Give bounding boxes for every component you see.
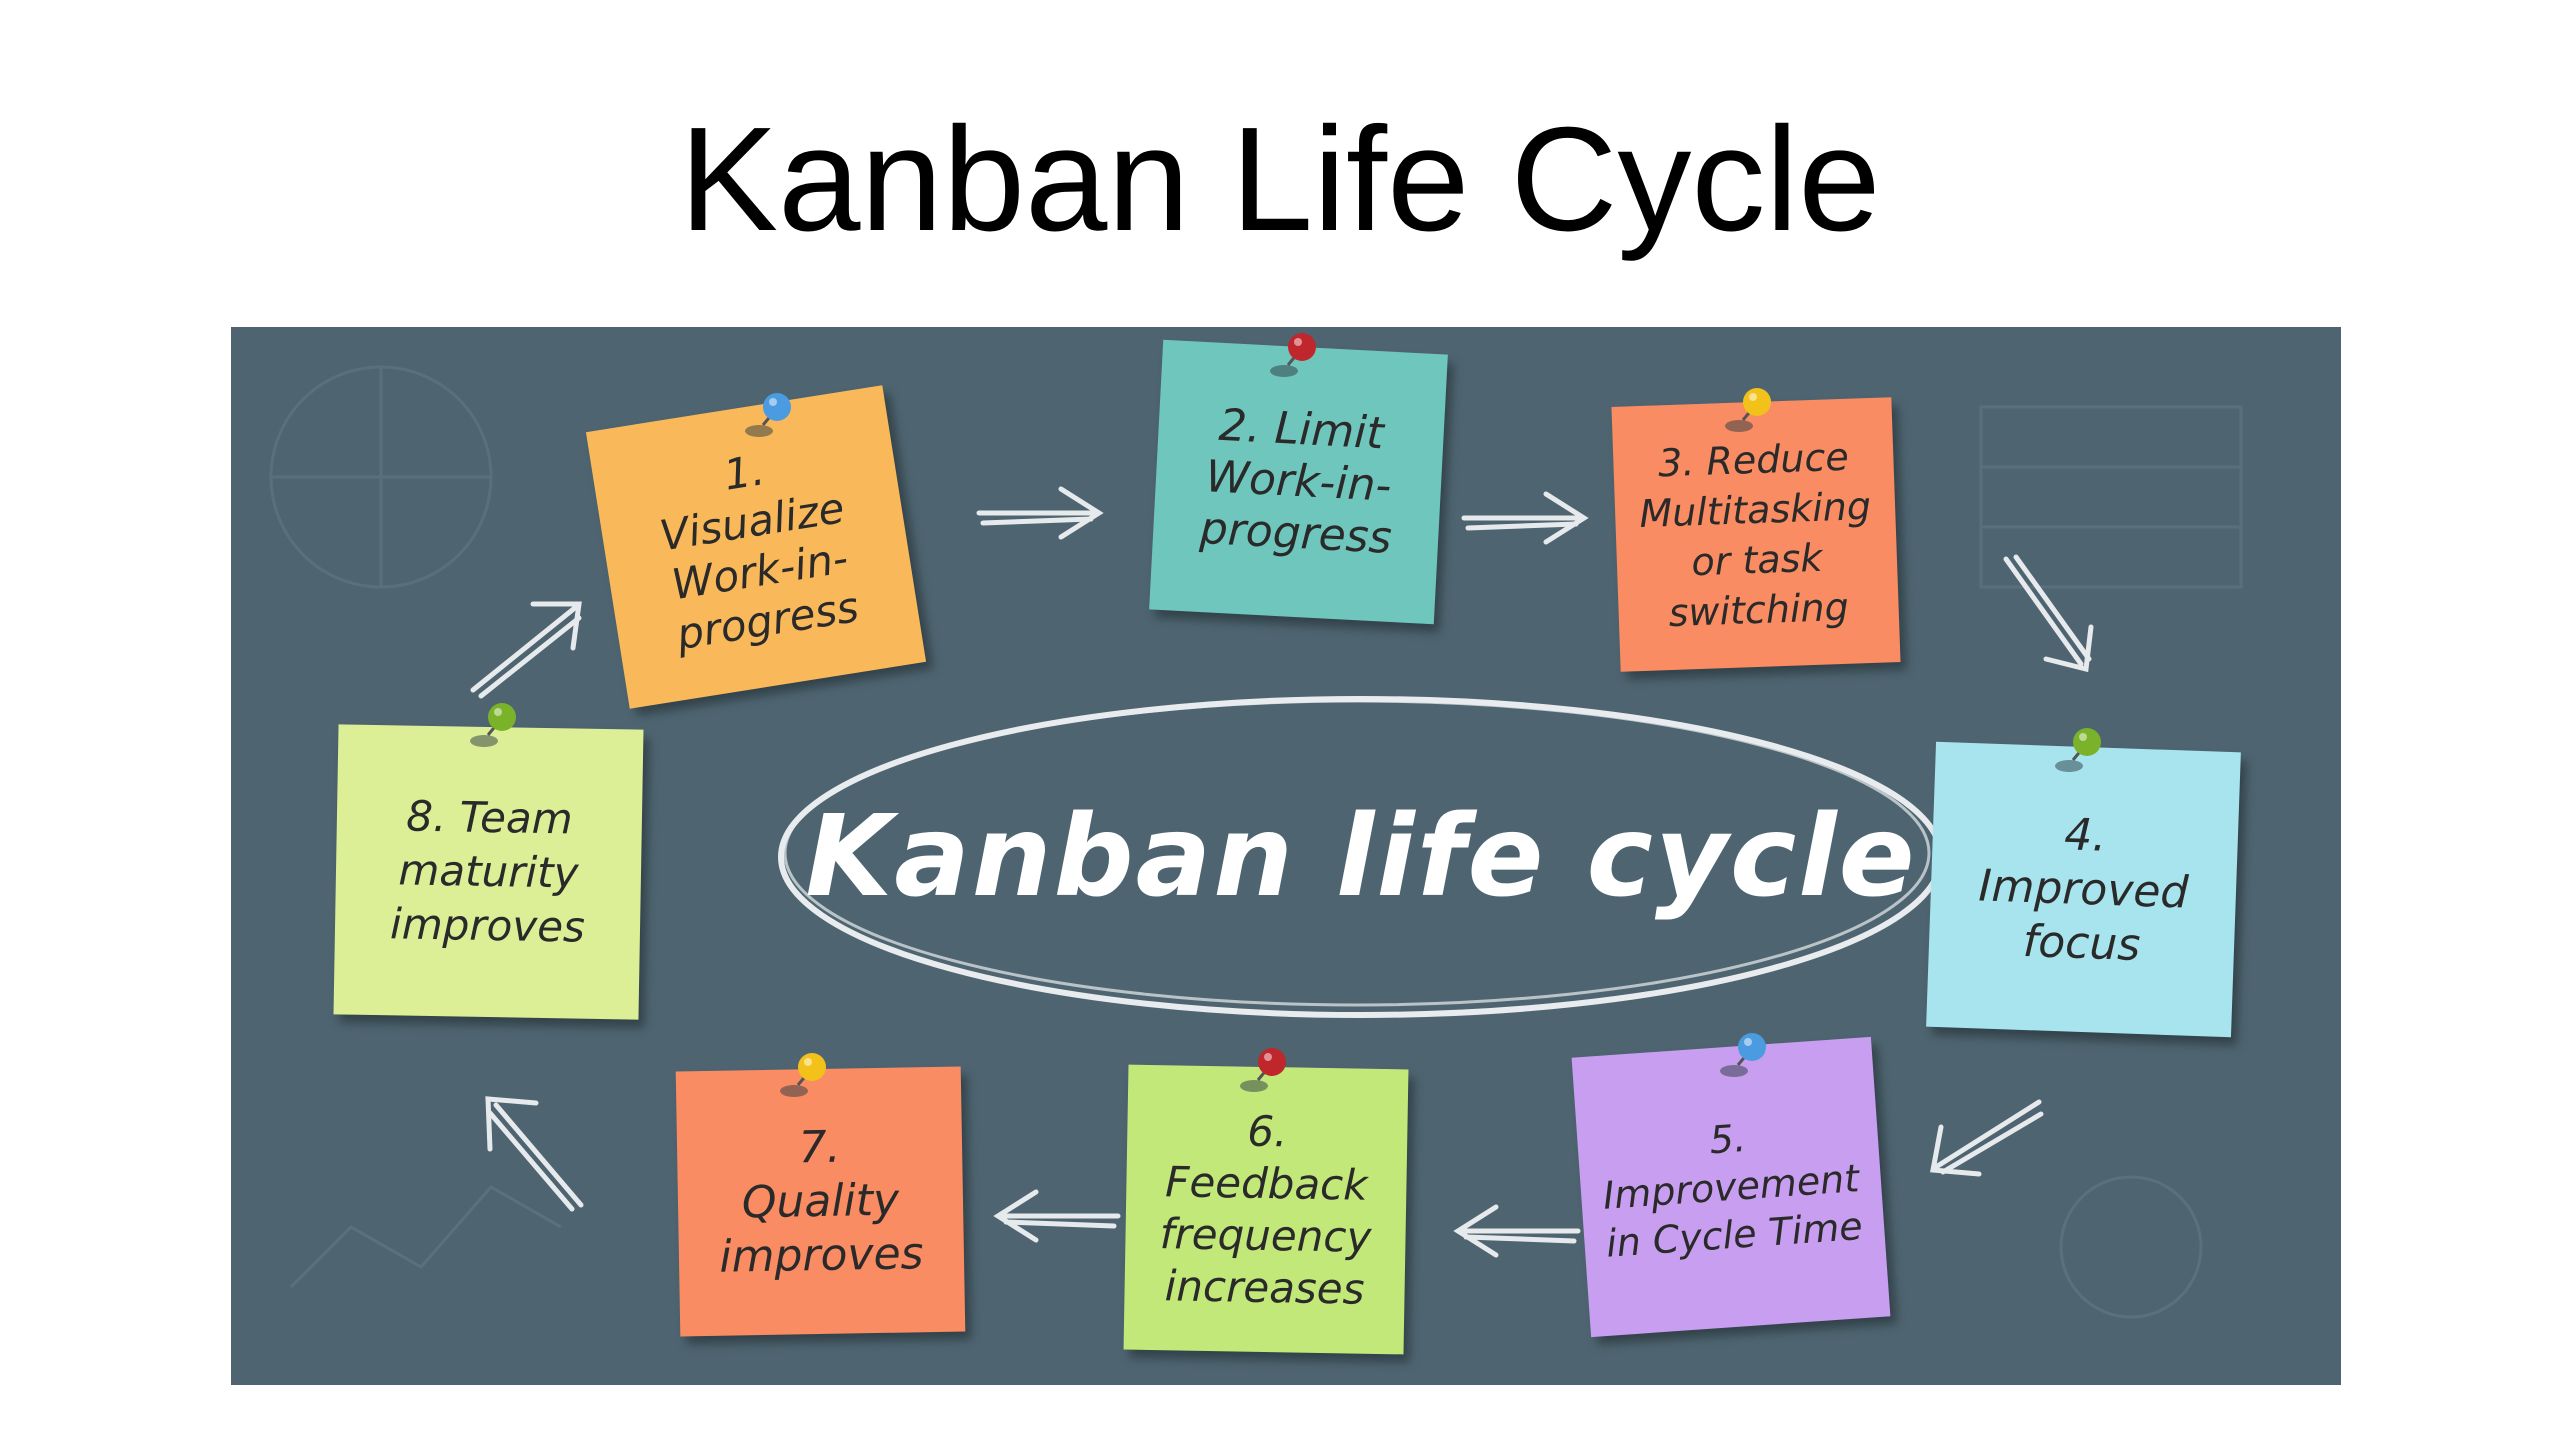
- arrow-8-to-1: [470, 601, 582, 699]
- step-1-label: 1. Visualize Work-in- progress: [656, 445, 862, 660]
- pin-head: [1743, 388, 1771, 416]
- arrow-2-to-3: [1461, 491, 1589, 545]
- pushpin-icon: [470, 703, 516, 747]
- step-8-note: 8. Team maturity improves: [333, 724, 644, 1020]
- pushpin-icon: [780, 1053, 826, 1097]
- pin-head: [763, 393, 791, 421]
- center-label: Kanban life cycle: [805, 792, 1917, 922]
- pushpin-icon: [1720, 1033, 1766, 1077]
- pin-head: [1738, 1033, 1766, 1061]
- step-7-note: 7. Quality improves: [675, 1066, 966, 1337]
- pin-head: [2073, 728, 2101, 756]
- pushpin-icon: [1270, 333, 1316, 377]
- pushpin-icon: [1240, 1048, 1286, 1092]
- arrow-6-to-7: [993, 1189, 1121, 1243]
- page-title: Kanban Life Cycle: [679, 97, 1881, 262]
- pin-head: [798, 1053, 826, 1081]
- chalkboard: Kanban life cycle 1. Visualize Work-in- …: [231, 327, 2341, 1385]
- step-7-label: 7. Quality improves: [718, 1121, 924, 1283]
- arrow-1-to-2: [976, 486, 1104, 540]
- step-5-label: 5. Improvement in Cycle Time: [1601, 1115, 1864, 1266]
- step-4-note: 4. Improved focus: [1926, 741, 2241, 1038]
- pin-head: [1258, 1048, 1286, 1076]
- step-2-label: 2. Limit Work-in- progress: [1198, 399, 1393, 564]
- step-6-note: 6. Feedback frequency increases: [1123, 1064, 1409, 1355]
- step-4-label: 4. Improved focus: [1977, 808, 2190, 971]
- arrow-7-to-8: [485, 1096, 584, 1212]
- step-8-label: 8. Team maturity improves: [389, 791, 586, 952]
- arrow-5-to-6: [1453, 1204, 1581, 1258]
- pin-head: [488, 703, 516, 731]
- pushpin-icon: [2055, 728, 2101, 772]
- arrow-3-to-4: [2003, 554, 2094, 673]
- pushpin-icon: [745, 393, 791, 437]
- pin-head: [1288, 333, 1316, 361]
- pushpin-icon: [1725, 388, 1771, 432]
- step-6-label: 6. Feedback frequency increases: [1159, 1106, 1372, 1314]
- step-3-label: 3. Reduce Multitasking or task switching: [1638, 434, 1872, 635]
- arrow-4-to-5: [1930, 1099, 2044, 1177]
